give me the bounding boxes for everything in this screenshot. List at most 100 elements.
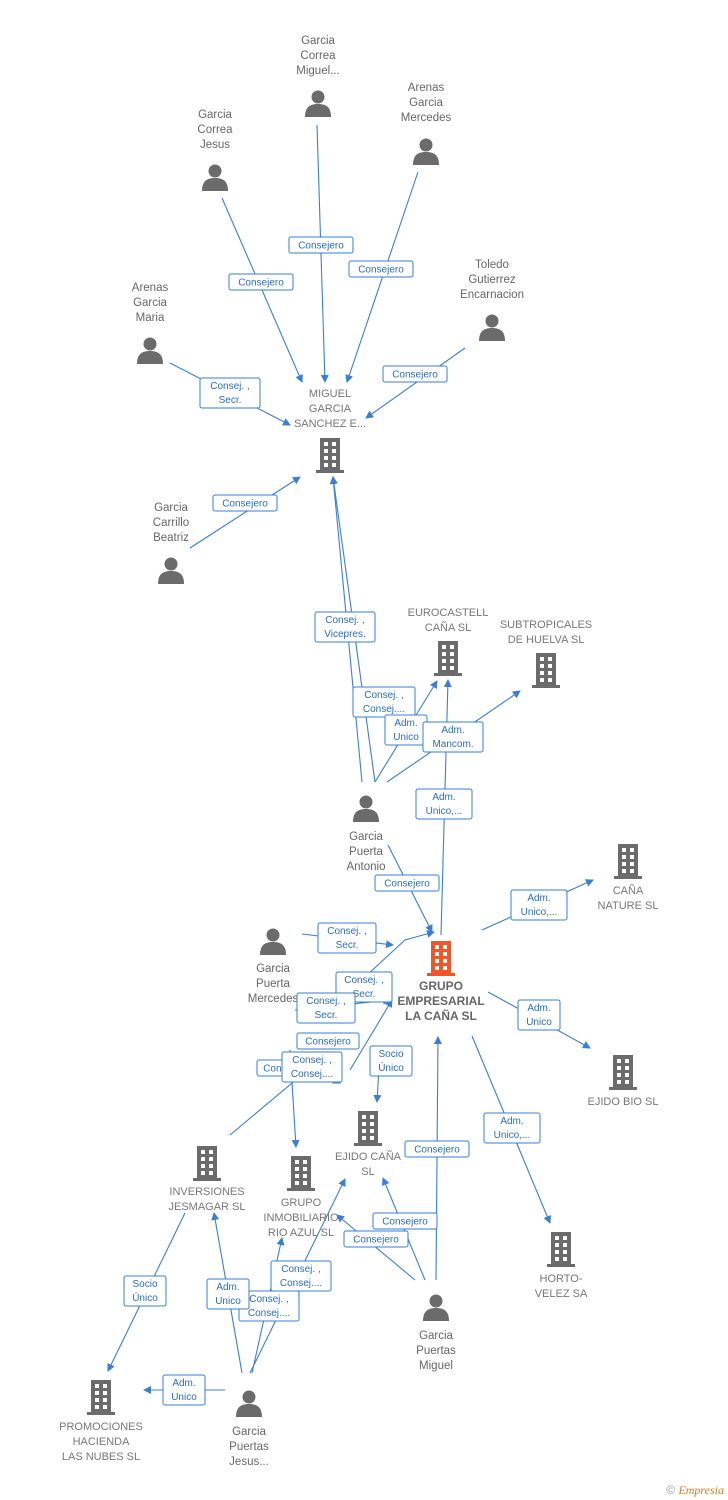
edge-label[interactable]: Adm.Unico bbox=[384, 714, 428, 746]
edge-label[interactable]: Consej. ,Secr. bbox=[199, 377, 261, 409]
edge-label[interactable]: Consejero bbox=[382, 365, 448, 383]
edge-label-text: Secr. bbox=[336, 940, 359, 951]
person-node-p_gcm[interactable]: GarciaCorreaMiguel... bbox=[296, 35, 340, 117]
edge-label-box bbox=[510, 889, 568, 921]
edge-label[interactable]: Consejero bbox=[372, 1212, 438, 1230]
edge-label[interactable]: Consej. ,Vicepres. bbox=[314, 611, 376, 643]
person-icon bbox=[305, 90, 331, 117]
node-label: SUBTROPICALES bbox=[500, 619, 592, 631]
node-label: GARCIA bbox=[309, 403, 352, 415]
edge-line bbox=[433, 1036, 442, 1281]
edge-label[interactable]: Consej. ,Consej.... bbox=[270, 1260, 332, 1292]
edge-label-text: Consej. , bbox=[327, 926, 366, 937]
edge-label[interactable]: Consejero bbox=[212, 494, 278, 512]
edge-label[interactable]: Consej. ,Secr. bbox=[296, 992, 356, 1024]
node-label: Garcia bbox=[256, 963, 290, 975]
company-node-c_hv[interactable]: HORTO-VELEZ SA bbox=[535, 1232, 588, 1300]
edge-label-text: Adm. bbox=[172, 1378, 195, 1389]
edge-label-text: Consej. , bbox=[364, 690, 403, 701]
person-node-p_gpj[interactable]: GarciaPuertasJesus... bbox=[229, 1390, 269, 1469]
edge-labels-layer: ConsejeroConsejeroConsejeroConsejeroCons… bbox=[123, 236, 568, 1406]
edge-label[interactable]: Adm.Unico bbox=[206, 1278, 250, 1310]
node-label: EMPRESARIAL bbox=[397, 994, 484, 1008]
edge-label[interactable]: Consej. , Secr. bbox=[317, 922, 377, 954]
node-label: Gutierrez bbox=[468, 274, 516, 286]
node-label: Garcia bbox=[301, 35, 335, 47]
edge-label[interactable]: Consejero bbox=[343, 1230, 409, 1248]
edge-label-text: Secr. bbox=[219, 395, 242, 406]
building-icon bbox=[532, 653, 560, 688]
edge-label-text: Consej.... bbox=[280, 1278, 322, 1289]
edge-label[interactable]: Consejero bbox=[296, 1032, 360, 1050]
node-label: Correa bbox=[300, 50, 336, 62]
node-label: LA CAÑA SL bbox=[405, 1008, 477, 1023]
edge-label[interactable]: Consej. ,Consej.... bbox=[238, 1290, 300, 1322]
edge-label[interactable]: Consejero bbox=[228, 273, 294, 291]
edge-label[interactable]: Consejero bbox=[288, 236, 354, 254]
edge-label-text: Unico bbox=[215, 1296, 241, 1307]
edge-label[interactable]: Adm.Mancom. bbox=[422, 721, 484, 753]
edge-label-text: Consejero bbox=[353, 1235, 399, 1246]
edge-label-box bbox=[314, 611, 376, 643]
edge-label-text: Consej. , bbox=[344, 975, 383, 986]
edge-label-text: Adm. bbox=[432, 792, 455, 803]
edge-label-text: Adm. bbox=[500, 1116, 523, 1127]
node-label: Garcia bbox=[419, 1330, 453, 1342]
node-label: JESMAGAR SL bbox=[168, 1201, 245, 1213]
node-label: Puerta bbox=[349, 846, 383, 858]
node-label: Garcia bbox=[349, 831, 383, 843]
node-label: Miguel... bbox=[296, 65, 339, 77]
node-label: LAS NUBES SL bbox=[62, 1451, 140, 1463]
edge-label[interactable]: Adm.Unico,... bbox=[483, 1112, 541, 1144]
node-label: EJIDO BIO SL bbox=[588, 1096, 659, 1108]
empresia-logo[interactable]: Empresia bbox=[678, 1483, 724, 1497]
edge-label[interactable]: Adm.Unico,... bbox=[510, 889, 568, 921]
edge-line bbox=[365, 347, 466, 419]
edge-label-text: Consejero bbox=[384, 879, 430, 890]
node-label: Arenas bbox=[408, 82, 445, 94]
edge-label-box bbox=[348, 260, 414, 278]
edge-label-text: Consejero bbox=[414, 1145, 460, 1156]
building-icon bbox=[316, 438, 344, 473]
building-icon bbox=[427, 941, 455, 976]
edge-label[interactable]: Consejero bbox=[374, 874, 440, 892]
node-label: Maria bbox=[136, 312, 165, 324]
building-icon bbox=[609, 1055, 637, 1090]
edge-label[interactable]: Consej. ,Consej.... bbox=[281, 1051, 343, 1083]
building-icon bbox=[87, 1380, 115, 1415]
edge-label[interactable]: Consej. ,Consej.... bbox=[352, 686, 416, 718]
company-node-c_ebio[interactable]: EJIDO BIO SL bbox=[588, 1055, 659, 1108]
edge-label[interactable]: Consejero bbox=[404, 1140, 470, 1158]
edge-label[interactable]: Adm.Unico bbox=[162, 1374, 206, 1406]
edge-line bbox=[189, 476, 301, 549]
edge-label[interactable]: Consejero bbox=[348, 260, 414, 278]
node-label: Garcia bbox=[198, 109, 232, 121]
nodes-layer: GarciaCorreaMiguel...ArenasGarciaMercede… bbox=[59, 35, 658, 1468]
node-label: HACIENDA bbox=[73, 1436, 131, 1448]
edge-label[interactable]: Adm.Unico,... bbox=[415, 788, 473, 820]
edge-label[interactable]: Adm.Unico bbox=[517, 999, 561, 1031]
node-label: Garcia bbox=[232, 1426, 266, 1438]
edge-label-text: Consej. , bbox=[325, 615, 364, 626]
edge-label-text: Consejero bbox=[305, 1037, 351, 1048]
